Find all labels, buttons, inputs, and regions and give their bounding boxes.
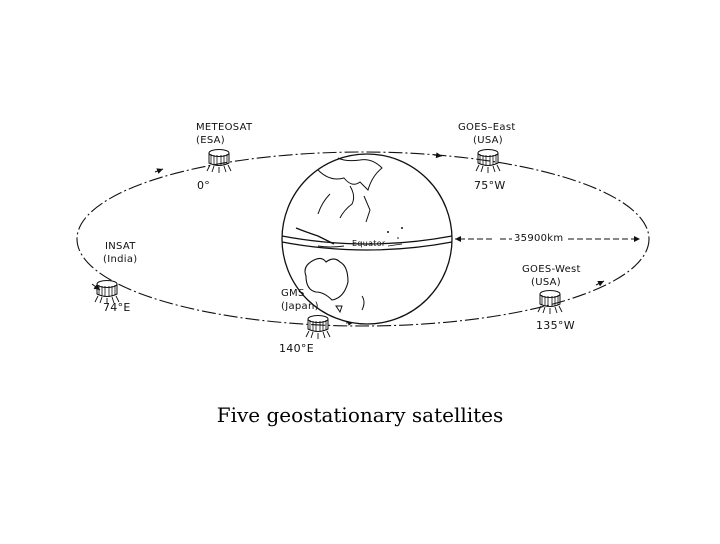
satellite-icon-meteosat xyxy=(206,149,232,173)
meteosat-longitude: 0° xyxy=(197,179,211,192)
earth-globe xyxy=(281,153,453,325)
orbit-arrow-top-left xyxy=(154,168,164,174)
meteosat-agency: (ESA) xyxy=(196,135,225,146)
satellite-icon-gms xyxy=(305,315,331,339)
equator-leader xyxy=(387,243,403,247)
orbit-arrow-right xyxy=(595,280,605,287)
orbit-arrow-top-right xyxy=(433,152,443,159)
meteosat-name: METEOSAT xyxy=(196,122,253,133)
insat-name: INSAT xyxy=(105,241,136,252)
orbit-ellipse xyxy=(76,151,650,327)
gms-agency: (Japan) xyxy=(281,301,319,312)
satellite-icon-insat xyxy=(94,280,120,304)
satellite-icon-goes-east xyxy=(475,149,501,173)
figure-caption: Five geostationary satellites xyxy=(216,403,504,427)
equator-label: Equator xyxy=(352,239,386,248)
gms-longitude: 140°E xyxy=(279,342,314,355)
goes-east-name: GOES–East xyxy=(458,122,516,133)
insat-longitude: 74°E xyxy=(103,301,131,314)
goes-east-longitude: 75°W xyxy=(474,179,506,192)
goes-east-agency: (USA) xyxy=(473,135,503,146)
distance-label: 35900km xyxy=(514,233,564,244)
goes-west-longitude: 135°W xyxy=(536,319,575,332)
insat-agency: (India) xyxy=(103,254,138,265)
goes-west-name: GOES-West xyxy=(522,264,581,275)
goes-west-agency: (USA) xyxy=(531,277,561,288)
gms-name: GMS xyxy=(281,288,305,299)
satellite-icon-goes-west xyxy=(537,290,563,314)
